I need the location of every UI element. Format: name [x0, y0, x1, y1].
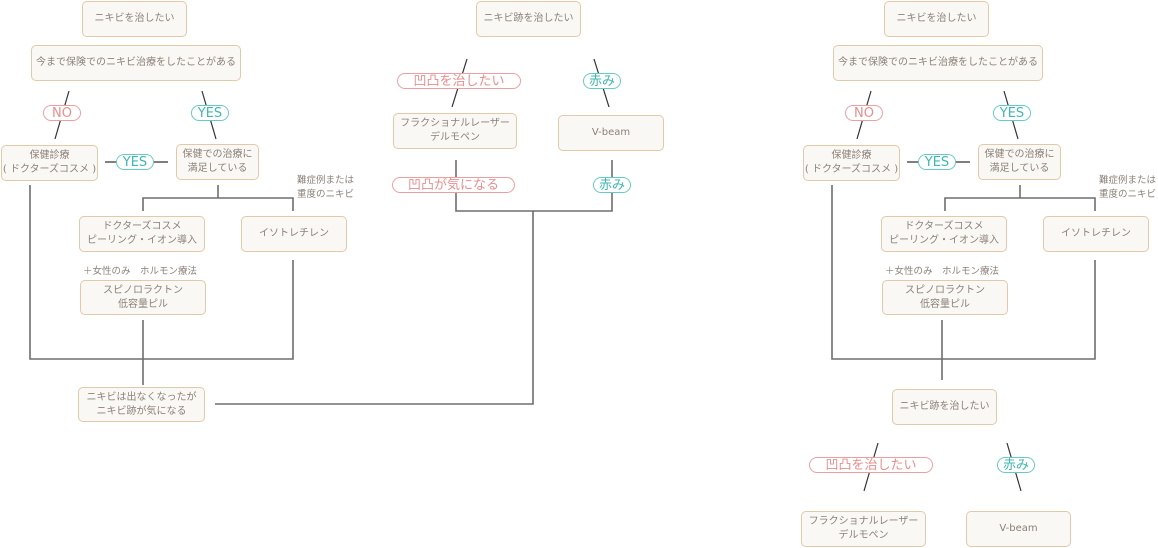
severe-note: 難症例または 重度のニキビ	[1099, 175, 1157, 200]
vbeam-box: V-beam	[966, 511, 1071, 547]
female-note: ＋女性のみ ホルモン療法	[83, 266, 198, 277]
yes-label: YES	[918, 154, 956, 170]
red-label: 赤み	[593, 177, 631, 193]
red-label: 赤み	[997, 457, 1035, 473]
fractional-box: フラクショナルレーザー デルモペン	[393, 113, 517, 149]
severe-note: 難症例または 重度のニキビ	[297, 175, 355, 200]
scar-box: ニキビ跡を治したい	[892, 389, 997, 425]
red-label: 赤み	[583, 73, 621, 89]
cosme-box: ドクターズコスメ ピーリング・イオン導入	[881, 216, 1007, 252]
scar-box: ニキビ跡を治したい	[476, 1, 581, 37]
start-box: ニキビを治したい	[884, 1, 989, 37]
no-label: NO	[43, 105, 81, 121]
yes-label: YES	[993, 105, 1031, 121]
bumps-concern-label: 凹凸が気になる	[392, 177, 515, 193]
vbeam-box: V-beam	[558, 115, 664, 151]
start-box: ニキビを治したい	[82, 1, 187, 37]
bumps-label: 凹凸を治したい	[809, 457, 933, 473]
cosme-box: ドクターズコスメ ピーリング・イオン導入	[79, 216, 205, 252]
satisfied-box: 保健での治療に 満足している	[978, 144, 1061, 180]
no-label: NO	[845, 105, 883, 121]
isotretinoin-box: イソトレチレン	[1043, 216, 1149, 252]
yes-label: YES	[116, 154, 154, 170]
insurance-box: 保健診療 ( ドクターズコスメ )	[803, 145, 900, 181]
question-box: 今まで保険でのニキビ治療をしたことがある	[31, 45, 241, 81]
yes-label: YES	[191, 105, 229, 121]
satisfied-box: 保健での治療に 満足している	[176, 144, 259, 180]
bumps-label: 凹凸を治したい	[397, 73, 521, 89]
spiro-box: スピノロラクトン 低容量ピル	[882, 280, 1008, 315]
result-box: ニキビは出なくなったが ニキビ跡が気になる	[78, 387, 205, 422]
spiro-box: スピノロラクトン 低容量ピル	[80, 280, 206, 315]
female-note: ＋女性のみ ホルモン療法	[885, 266, 1000, 277]
fractional-box: フラクショナルレーザー デルモペン	[801, 511, 926, 547]
isotretinoin-box: イソトレチレン	[241, 216, 347, 252]
insurance-box: 保健診療 ( ドクターズコスメ )	[1, 145, 98, 181]
question-box: 今まで保険でのニキビ治療をしたことがある	[833, 45, 1043, 81]
